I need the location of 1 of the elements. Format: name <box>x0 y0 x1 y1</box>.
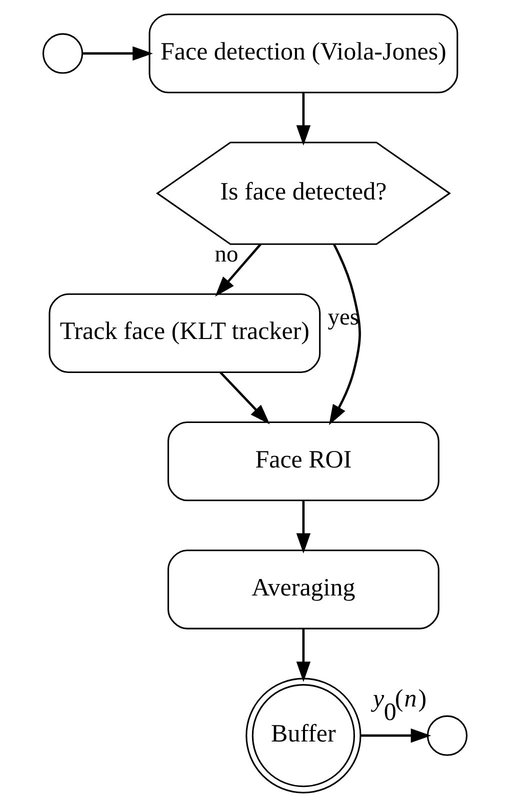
edge-label: yes <box>327 304 359 330</box>
